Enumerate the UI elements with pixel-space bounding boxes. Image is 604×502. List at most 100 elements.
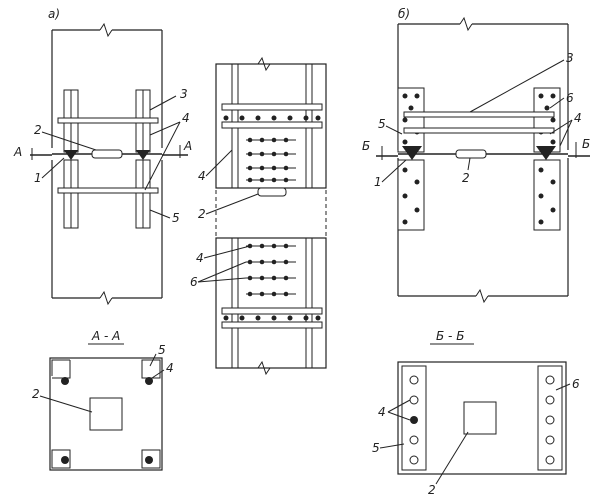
section-a-a: А - А 5 4 2 [32,329,174,471]
leader [149,353,157,367]
upper-column-outline [51,29,163,148]
leader [387,411,411,421]
leader [149,95,177,111]
leader [41,157,65,179]
splice-plate [397,87,425,153]
leader [549,119,573,135]
leader [149,121,181,136]
callout-4: 4 [182,111,190,125]
corner-angle [51,359,71,379]
leader [559,119,573,147]
weld [136,150,150,160]
anchor-grid [246,243,296,297]
leader [197,277,247,283]
weld [536,146,556,160]
break-mark [459,16,473,32]
leader [469,59,565,113]
leader [385,125,403,135]
upper-column-outline [397,23,569,150]
callout-5: 5 [378,117,386,131]
break-mark [257,56,271,72]
leader [144,121,181,191]
break-mark [99,290,113,306]
leader [205,193,259,215]
callout-5: 5 [158,343,166,357]
centering-pad [91,149,123,159]
break-mark [475,288,489,304]
callout-4: 4 [378,405,386,419]
anchor-grid [246,137,296,183]
corner-angle [51,449,71,469]
callout-2: 2 [462,171,470,185]
corner-angle [141,449,161,469]
tie-plate [221,103,323,111]
callout-1: 1 [374,175,382,189]
callout-6: 6 [572,377,580,391]
weld [402,146,422,160]
callout-5: 5 [172,211,180,225]
leader [387,399,411,413]
bolt-row [223,315,321,321]
bolts [402,93,556,225]
view-label-a: а) [48,7,60,21]
centering-pad-section [89,397,123,431]
callout-2: 2 [34,123,42,137]
cut-mark-b: Б [362,139,370,153]
callout-5: 5 [372,441,380,455]
bolt-column [409,375,555,465]
section-label-b-b: Б - Б [436,329,464,343]
centering-pad [455,149,487,159]
bolt-row [223,115,321,121]
view-b: б) Б Б 3 [362,7,590,304]
column-section [49,357,163,471]
cut-mark-a: А [13,145,22,159]
callout-4: 4 [166,361,174,375]
callout-3: 3 [566,51,574,65]
callout-2: 2 [428,483,436,497]
lower-column-outline [51,160,163,299]
tie-plate [221,321,323,329]
callout-6: 6 [566,91,574,105]
corner-bars [61,377,153,464]
leader [379,443,405,449]
leader [467,157,471,171]
leader [41,131,97,151]
splice-plate [397,159,425,231]
cut-mark-b: Б [582,137,590,151]
centering-pad [257,187,287,197]
callout-4: 4 [574,111,582,125]
view-a: а) А А 3 4 [13,7,192,306]
cut-mark-a: А [183,139,192,153]
leader [381,159,407,183]
callout-2: 2 [198,207,206,221]
tie-plate [57,187,159,194]
weld [64,150,78,160]
view-label-b: б) [398,7,410,21]
leader [205,149,233,177]
break-mark [257,360,271,376]
tie-plate [221,121,323,129]
section-b-b: Б - Б 6 4 5 2 [372,329,580,497]
corner-angle [141,359,161,379]
callout-6: 6 [190,275,198,289]
callout-4: 4 [196,251,204,265]
leader [549,97,565,109]
section-label-a-a: А - А [91,329,120,343]
tie-plate [403,127,555,134]
lower-detail-body [215,237,327,369]
splice-plate [533,159,561,231]
leader [151,369,165,379]
tie-plate [221,307,323,315]
tie-plate [57,117,159,124]
break-mark [99,22,113,38]
leader [555,383,571,391]
leader [197,261,247,283]
splice-plate [533,87,561,153]
leader [203,245,251,259]
callout-4: 4 [198,169,206,183]
tie-plate [403,111,555,118]
callout-2: 2 [32,387,40,401]
callout-3: 3 [180,87,188,101]
centering-pad-section [463,401,497,435]
